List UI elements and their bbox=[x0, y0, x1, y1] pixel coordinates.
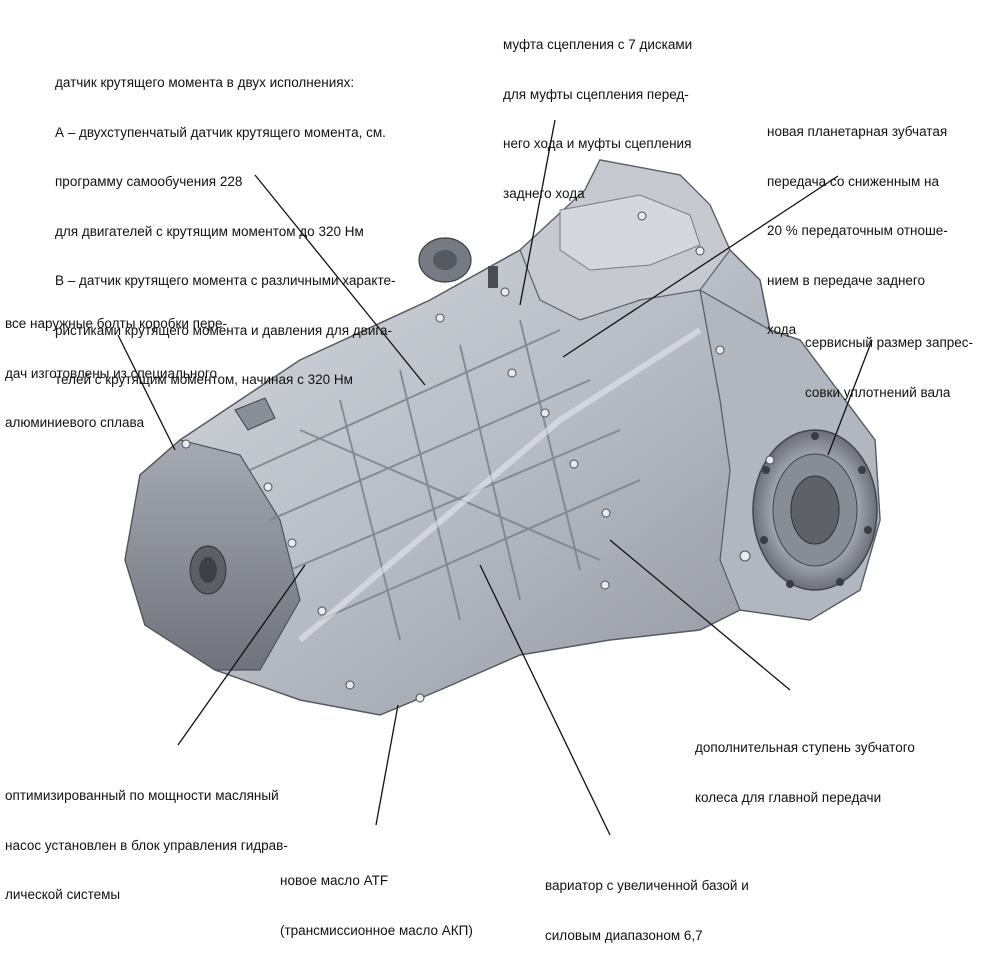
housing-ribs bbox=[249, 319, 641, 641]
leader-gear-stage bbox=[609, 539, 791, 691]
top-fitting bbox=[418, 237, 498, 288]
transmission-illustration bbox=[117, 119, 881, 836]
label-gear-stage: дополнительная ступень зубчатого колеса … bbox=[695, 740, 915, 805]
leader-planetary bbox=[562, 175, 839, 358]
label-variator: вариатор с увеличенной базой и силовым д… bbox=[545, 878, 749, 943]
label-atf: новое масло ATF (трансмиссионное масло А… bbox=[280, 873, 473, 938]
label-clutch: муфта сцепления с 7 дисками для муфты сц… bbox=[503, 37, 693, 201]
side-fitting bbox=[234, 397, 276, 431]
label-torque-sensor: датчик крутящего момента в двух исполнен… bbox=[55, 75, 396, 387]
leader-torque-sensor bbox=[254, 174, 426, 386]
label-oil-pump: оптимизированный по мощности масляный на… bbox=[5, 788, 288, 902]
leader-bolts bbox=[117, 334, 176, 451]
label-seal: сервисный размер запрес- совки уплотнени… bbox=[805, 335, 974, 400]
leader-variator bbox=[479, 564, 611, 836]
leader-lines bbox=[117, 119, 873, 836]
leader-oil-pump bbox=[177, 564, 306, 746]
label-planetary: новая планетарная зубчатая передача со с… bbox=[767, 124, 948, 337]
leader-clutch bbox=[519, 119, 556, 306]
housing-bolts bbox=[181, 211, 775, 703]
leader-seal bbox=[827, 339, 873, 456]
leader-atf bbox=[375, 704, 399, 826]
label-bolts: все наружные болты коробки пере- дач изг… bbox=[5, 316, 227, 430]
